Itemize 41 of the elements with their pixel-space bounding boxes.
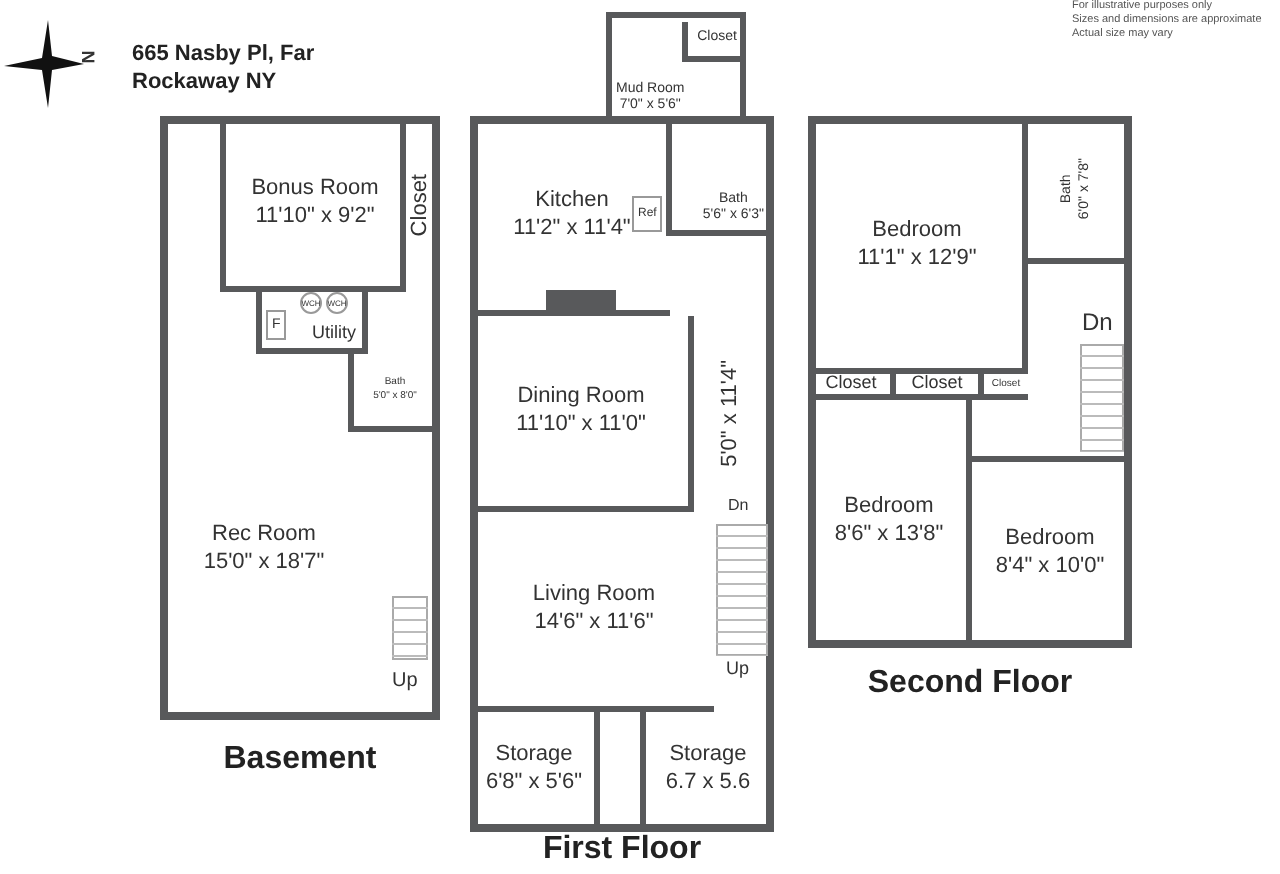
room-name: Closet (407, 174, 434, 238)
room-name: Bedroom (1005, 525, 1095, 553)
room-dimensions: 15'0" x 18'7" (203, 550, 325, 578)
room-dimensions: 11'10" x 9'2" (255, 203, 375, 231)
stair-direction: Up (726, 660, 750, 678)
room (812, 368, 896, 400)
room-name: Closet (825, 372, 877, 396)
room (682, 22, 746, 62)
room-name: Utility (312, 321, 356, 344)
floor-title: Basement (221, 740, 379, 780)
room-name: Rec Room (212, 522, 316, 550)
room-dimensions: 14'6" x 11'6" (534, 609, 654, 637)
floor-title: Second Floor (865, 664, 1075, 704)
room-name: Bedroom (844, 494, 934, 522)
room-name: Bedroom (872, 217, 962, 245)
room (984, 368, 1028, 400)
room-name: Kitchen (535, 187, 609, 215)
room-name: Dining Room (517, 383, 645, 411)
room (348, 352, 436, 432)
room-dimensions: 8'6" x 13'8" (834, 522, 944, 550)
room (220, 120, 404, 292)
room-dimensions: 6'8" x 5'6" (485, 770, 583, 798)
room-dimensions: 6.7 x 5.6 (665, 770, 751, 798)
floor-title: First Floor (540, 830, 704, 870)
room (896, 368, 984, 400)
address-title: 665 Nasby Pl, Far Rockaway NY (132, 40, 317, 96)
room-dimensions: 11'2" x 11'4" (513, 215, 631, 243)
stair-direction: Dn (728, 498, 749, 514)
room-name: 5'0" x 11'4" (718, 360, 745, 468)
north-label: N (77, 50, 96, 64)
room-name: Closet (911, 372, 963, 396)
room-dimensions: 8'4" x 10'0" (995, 553, 1105, 581)
room-dimensions: 11'10" x 11'0" (516, 411, 646, 439)
room (666, 120, 770, 236)
stair-direction: Dn (1082, 310, 1113, 334)
room-name: Storage (669, 742, 747, 770)
room-name: Bonus Room (251, 175, 379, 203)
stair-direction: Up (392, 672, 418, 692)
room-name: Living Room (532, 581, 656, 609)
room-dimensions: 11'1" x 12'9" (857, 245, 977, 273)
room-name: Storage (495, 742, 573, 770)
